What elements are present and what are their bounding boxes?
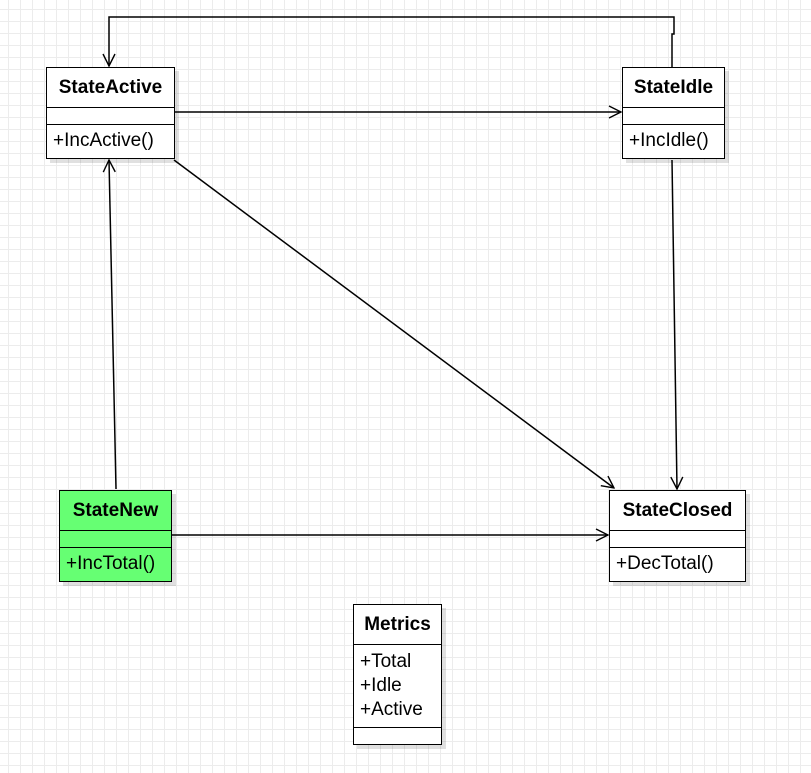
class-operations-compartment xyxy=(354,728,441,743)
transition-idle-to-active[interactable] xyxy=(109,16,675,67)
class-attributes-compartment xyxy=(610,531,745,548)
class-state-idle[interactable]: StateIdle +IncIdle() xyxy=(622,67,725,159)
class-state-closed[interactable]: StateClosed +DecTotal() xyxy=(609,490,746,582)
transition-active-to-closed[interactable] xyxy=(173,159,614,488)
class-name: StateActive xyxy=(47,68,174,108)
class-name: StateIdle xyxy=(623,68,724,108)
attribute-idle: +Idle xyxy=(360,675,402,696)
attribute-active: +Active xyxy=(360,699,423,720)
class-operation: +IncTotal() xyxy=(66,553,156,574)
class-attributes-compartment xyxy=(60,531,171,548)
class-operation: +IncActive() xyxy=(53,130,154,151)
class-name: StateClosed xyxy=(610,491,745,531)
class-metrics[interactable]: Metrics +Total +Idle +Active xyxy=(353,604,442,745)
transition-idle-to-closed[interactable] xyxy=(672,159,677,489)
transition-new-to-active[interactable] xyxy=(109,160,117,490)
class-name: StateNew xyxy=(60,491,171,531)
class-attributes: +Total +Idle +Active xyxy=(354,645,441,728)
class-state-active[interactable]: StateActive +IncActive() xyxy=(46,67,175,159)
class-attributes-compartment xyxy=(623,108,724,125)
class-state-new[interactable]: StateNew +IncTotal() xyxy=(59,490,172,582)
class-operation: +IncIdle() xyxy=(629,130,709,151)
class-operation: +DecTotal() xyxy=(616,553,714,574)
class-name: Metrics xyxy=(354,605,441,645)
class-attributes-compartment xyxy=(47,108,174,125)
attribute-total: +Total xyxy=(360,651,412,672)
